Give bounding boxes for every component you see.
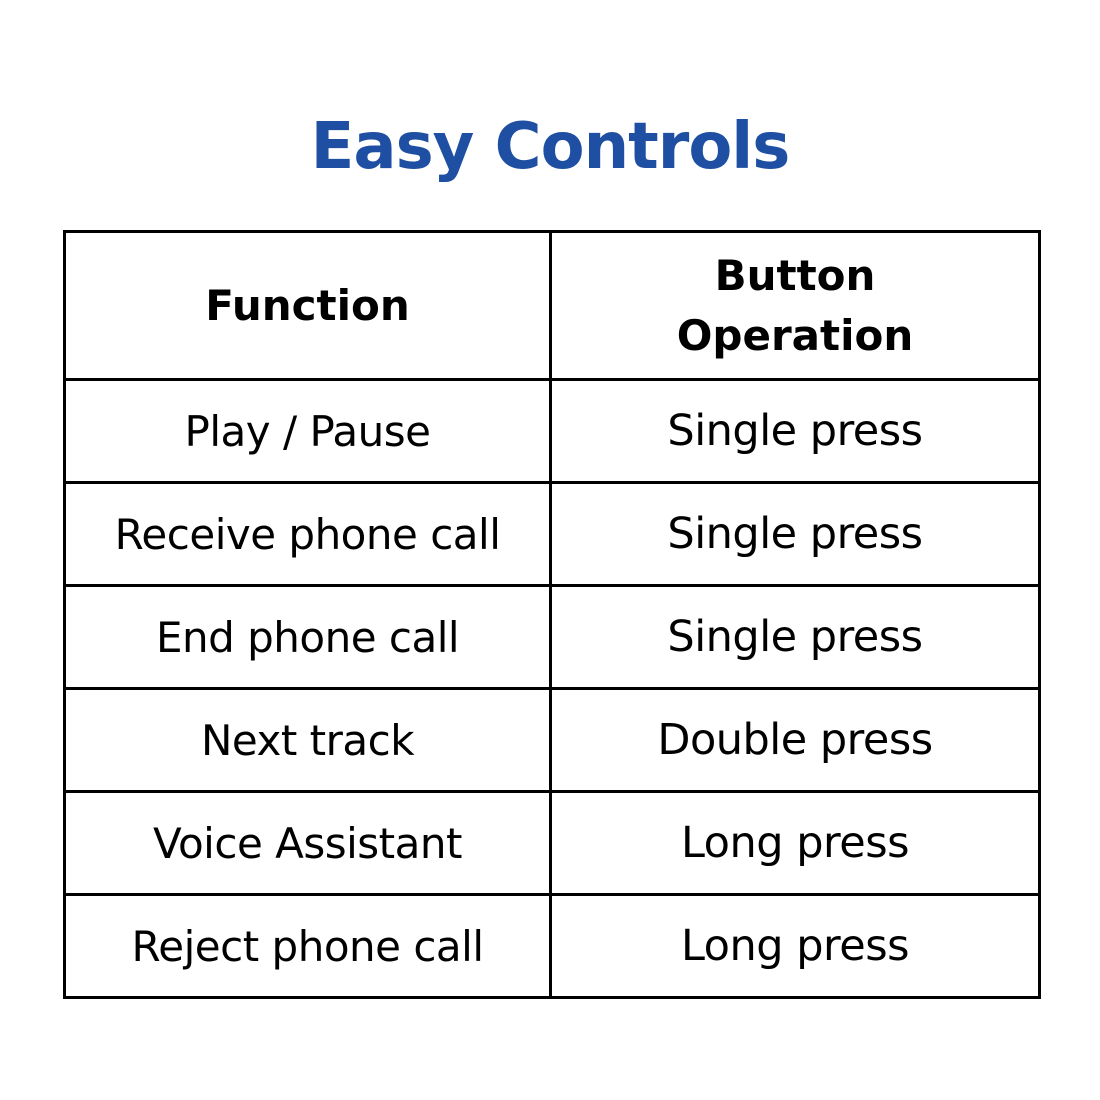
table-row: Reject phone call Long press xyxy=(63,893,1041,999)
operation-cell: Double press xyxy=(549,687,1041,793)
function-cell: Receive phone call xyxy=(63,481,552,587)
function-cell: Reject phone call xyxy=(63,893,552,999)
header-button-operation: Button Operation xyxy=(549,230,1041,381)
header-function: Function xyxy=(63,230,552,381)
operation-cell: Single press xyxy=(549,378,1041,484)
header-operation-line1: Button xyxy=(714,250,876,300)
table-header-row: Function Button Operation xyxy=(63,230,1041,381)
header-operation-line2: Operation xyxy=(676,310,914,360)
operation-cell: Single press xyxy=(549,584,1041,690)
function-cell: Play / Pause xyxy=(63,378,552,484)
table-row: Receive phone call Single press xyxy=(63,481,1041,587)
function-cell: End phone call xyxy=(63,584,552,690)
function-cell: Next track xyxy=(63,687,552,793)
operation-cell: Long press xyxy=(549,893,1041,999)
page-title: Easy Controls xyxy=(310,110,791,184)
operation-cell: Long press xyxy=(549,790,1041,896)
table-row: Voice Assistant Long press xyxy=(63,790,1041,896)
function-cell: Voice Assistant xyxy=(63,790,552,896)
operation-cell: Single press xyxy=(549,481,1041,587)
table-row: Next track Double press xyxy=(63,687,1041,793)
controls-table: Function Button Operation Play / Pause S… xyxy=(63,230,1041,999)
table-row: End phone call Single press xyxy=(63,584,1041,690)
table-row: Play / Pause Single press xyxy=(63,378,1041,484)
